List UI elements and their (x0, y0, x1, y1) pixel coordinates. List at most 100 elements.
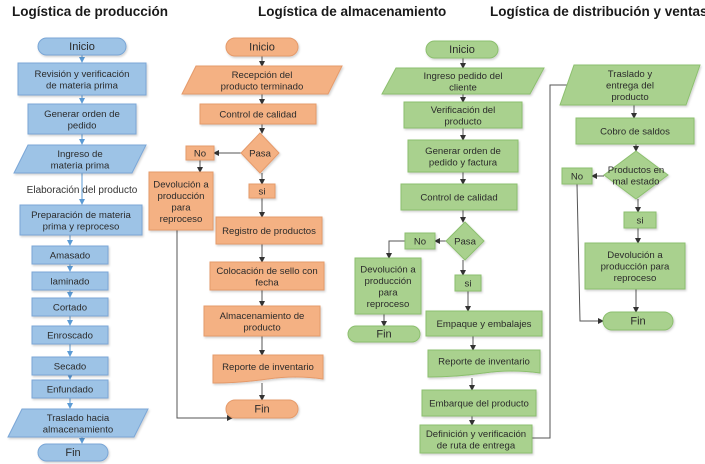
stor-return-text: Devolución a (153, 179, 209, 190)
dist-step-ruta-text: de ruta de entrega (437, 440, 516, 451)
prod-step-preparacion-text: prima y reproceso (43, 221, 120, 232)
dist-decision-estado-text: Productos en (608, 165, 665, 176)
dist-payment: Cobro de saldos (575, 117, 695, 145)
stor-input-recepcion-text: Recepción del (232, 70, 293, 81)
prod-step-enroscado-text: Enroscado (47, 331, 93, 342)
dist-quality-control-text: Control de calidad (420, 193, 497, 204)
prod-step-amasado: Amasado (31, 245, 109, 265)
dist-return-text: Devolución a (360, 264, 416, 275)
stor-yes: si (248, 183, 276, 199)
dist-step-ruta-text: Definición y verificación (426, 429, 526, 440)
dist-b-end: Fin (602, 311, 674, 331)
stor-start-text: Inicio (249, 42, 275, 54)
stor-report-shape (212, 354, 324, 384)
prod-start-shape (37, 37, 127, 56)
dist-quality-control: Control de calidad (400, 183, 518, 211)
dist-return-end-text: Fin (376, 329, 391, 341)
prod-step-revision-shape (17, 62, 147, 96)
dist-b-no-shape (561, 167, 593, 185)
prod-step-cortado-shape (31, 297, 109, 317)
dist-step-empaque: Empaque y embalajes (425, 310, 543, 337)
dist-b-return-shape (584, 242, 686, 290)
prod-step-order-text: pedido (68, 120, 97, 131)
dist-b-yes-shape (623, 211, 657, 229)
dist-start-text: Inicio (449, 44, 475, 56)
dist-report-shape (427, 349, 541, 378)
dist-yes: si (454, 274, 482, 292)
dist-b-yes-text: si (637, 216, 644, 227)
dist-b-return-text: Devolución a (607, 250, 663, 261)
dist-input-pedido-text: cliente (449, 82, 477, 93)
stor-step-registro-text: Registro de productos (222, 226, 316, 237)
prod-end-shape (37, 443, 109, 462)
prod-step-cortado-text: Cortado (53, 303, 87, 314)
stor-step-almacenamiento-text: producto (243, 322, 280, 333)
stor-decision-pasa-shape (240, 132, 280, 174)
stor-no: No (185, 145, 215, 161)
prod-input-materia-text: materia prima (51, 160, 110, 171)
dist-step-orden-text: pedido y factura (429, 157, 498, 168)
prod-step-enfundado: Enfundado (31, 379, 109, 399)
stor-return-text: producción (158, 191, 205, 202)
dist-return-end: Fin (347, 325, 421, 343)
dist-step-verificacion-text: Verificación del (431, 105, 496, 116)
dist-step-embarque: Embarque del producto (421, 389, 537, 417)
dist-quality-control-shape (400, 183, 518, 211)
dist-arrow (386, 240, 405, 259)
stor-step-sello-text: Colocación de sello con (216, 266, 317, 277)
prod-step-enroscado-shape (31, 325, 109, 345)
stor-yes-shape (248, 183, 276, 199)
dist-start: Inicio (425, 40, 499, 59)
stor-yes-text: si (259, 187, 266, 198)
stor-quality-control-text: Control de calidad (219, 110, 296, 121)
dist-b-no: No (561, 167, 593, 185)
title-distribution: Logística de distribución y ventas (490, 4, 705, 19)
dist-yes-text: si (465, 279, 472, 290)
stor-return-shape (148, 171, 214, 231)
stor-end-shape (225, 399, 299, 419)
stor-step-registro: Registro de productos (215, 216, 323, 245)
dist-return-text: reproceso (367, 299, 410, 310)
dist-decision-estado-shape (603, 150, 669, 200)
prod-step-cortado: Cortado (31, 297, 109, 317)
dist-b-end-shape (602, 311, 674, 331)
dist-b-yes: si (623, 211, 657, 229)
dist-decision-pasa-text: Pasa (454, 237, 477, 248)
stor-report-text: Reporte de inventario (222, 362, 314, 373)
prod-output-traslado-text: almacenamiento (43, 424, 113, 435)
dist-step-ruta-shape (419, 424, 533, 454)
dist-b-end-text: Fin (630, 316, 645, 328)
dist-decision-pasa: Pasa (445, 221, 485, 261)
dist-step-embarque-shape (421, 389, 537, 417)
stor-quality-control-shape (199, 103, 317, 125)
prod-step-enfundado-text: Enfundado (47, 385, 93, 396)
prod-step-laminado: laminado (31, 271, 109, 291)
title-storage: Logística de almacenamiento (258, 4, 447, 19)
prod-end-text: Fin (65, 447, 80, 459)
stor-report: Reporte de inventario (212, 354, 324, 384)
dist-step-embarque-text: Embarque del producto (429, 399, 529, 410)
dist-b-return-text: producción para (601, 262, 670, 273)
stor-start: Inicio (225, 37, 299, 57)
dist-delivery-text: producto (611, 92, 648, 103)
stor-return-text: reproceso (160, 214, 203, 225)
dist-input-pedido-shape (381, 67, 545, 95)
prod-input-materia-text: Ingreso de (57, 149, 102, 160)
dist-payment-text: Cobro de saldos (600, 127, 670, 138)
dist-no-text: No (414, 237, 426, 248)
dist-report: Reporte de inventario (427, 349, 541, 378)
stor-decision-pasa: Pasa (240, 132, 280, 174)
prod-start-text: Inicio (69, 41, 95, 53)
stor-step-sello-shape (209, 261, 325, 291)
